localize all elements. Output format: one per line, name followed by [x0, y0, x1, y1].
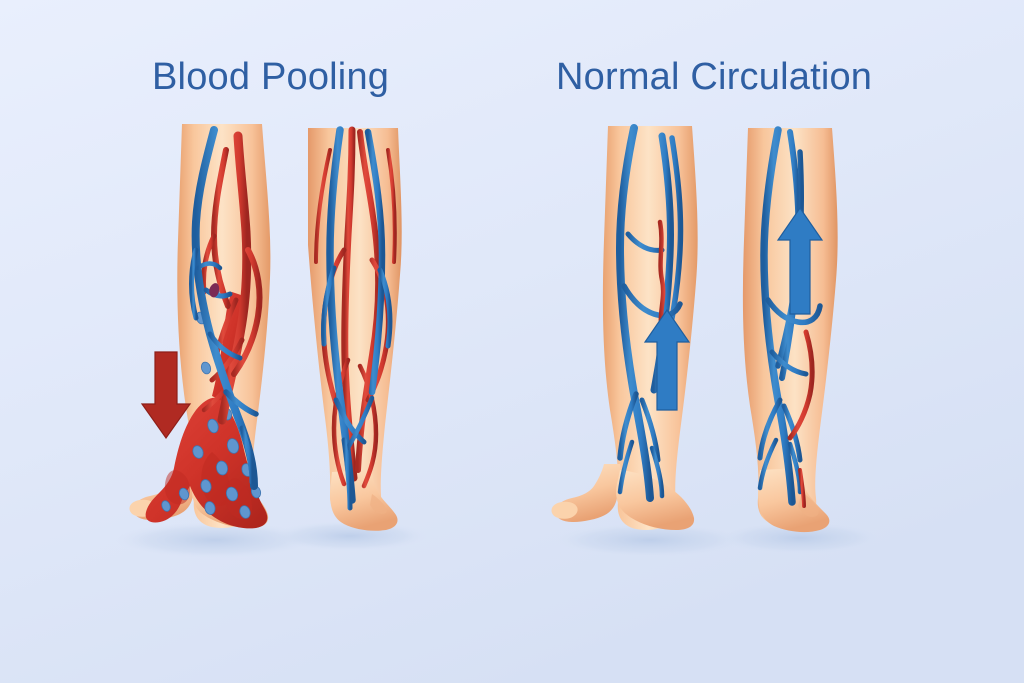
veins-front-normal — [615, 124, 684, 502]
droplet — [225, 486, 239, 502]
leg-back-normal — [742, 126, 838, 533]
arrow-blue-up — [643, 308, 691, 411]
venule-mark — [209, 283, 220, 298]
droplet — [204, 501, 216, 515]
droplet — [178, 487, 190, 501]
droplet — [200, 479, 212, 493]
big-toe — [551, 501, 578, 519]
droplet — [192, 445, 204, 459]
droplet — [226, 438, 240, 454]
leg-back-view-pooling — [308, 126, 402, 531]
arrow-red-down — [140, 351, 192, 440]
downward-flow-arrow — [140, 351, 192, 440]
droplet — [216, 460, 228, 476]
ground-shadow — [718, 522, 882, 554]
arrow-blue-up — [776, 206, 824, 315]
panel-title-normal-circulation: Normal Circulation — [556, 56, 873, 98]
panel-normal-circulation — [551, 124, 882, 557]
panel-blood-pooling — [115, 124, 428, 558]
leg-front-pooling — [129, 124, 271, 529]
toe-detail — [370, 494, 387, 514]
panel-title-blood-pooling: Blood Pooling — [152, 56, 390, 98]
leg-front-normal — [551, 124, 698, 530]
foot-heel — [616, 470, 695, 530]
ground-shadow — [554, 523, 746, 557]
droplet — [200, 361, 212, 375]
ground-shadow — [115, 522, 315, 558]
veins-back — [321, 126, 393, 511]
droplet — [161, 500, 171, 512]
arteries-back-normal — [787, 329, 815, 508]
droplet — [239, 505, 251, 519]
veins-front — [189, 126, 259, 490]
droplet — [207, 418, 219, 434]
